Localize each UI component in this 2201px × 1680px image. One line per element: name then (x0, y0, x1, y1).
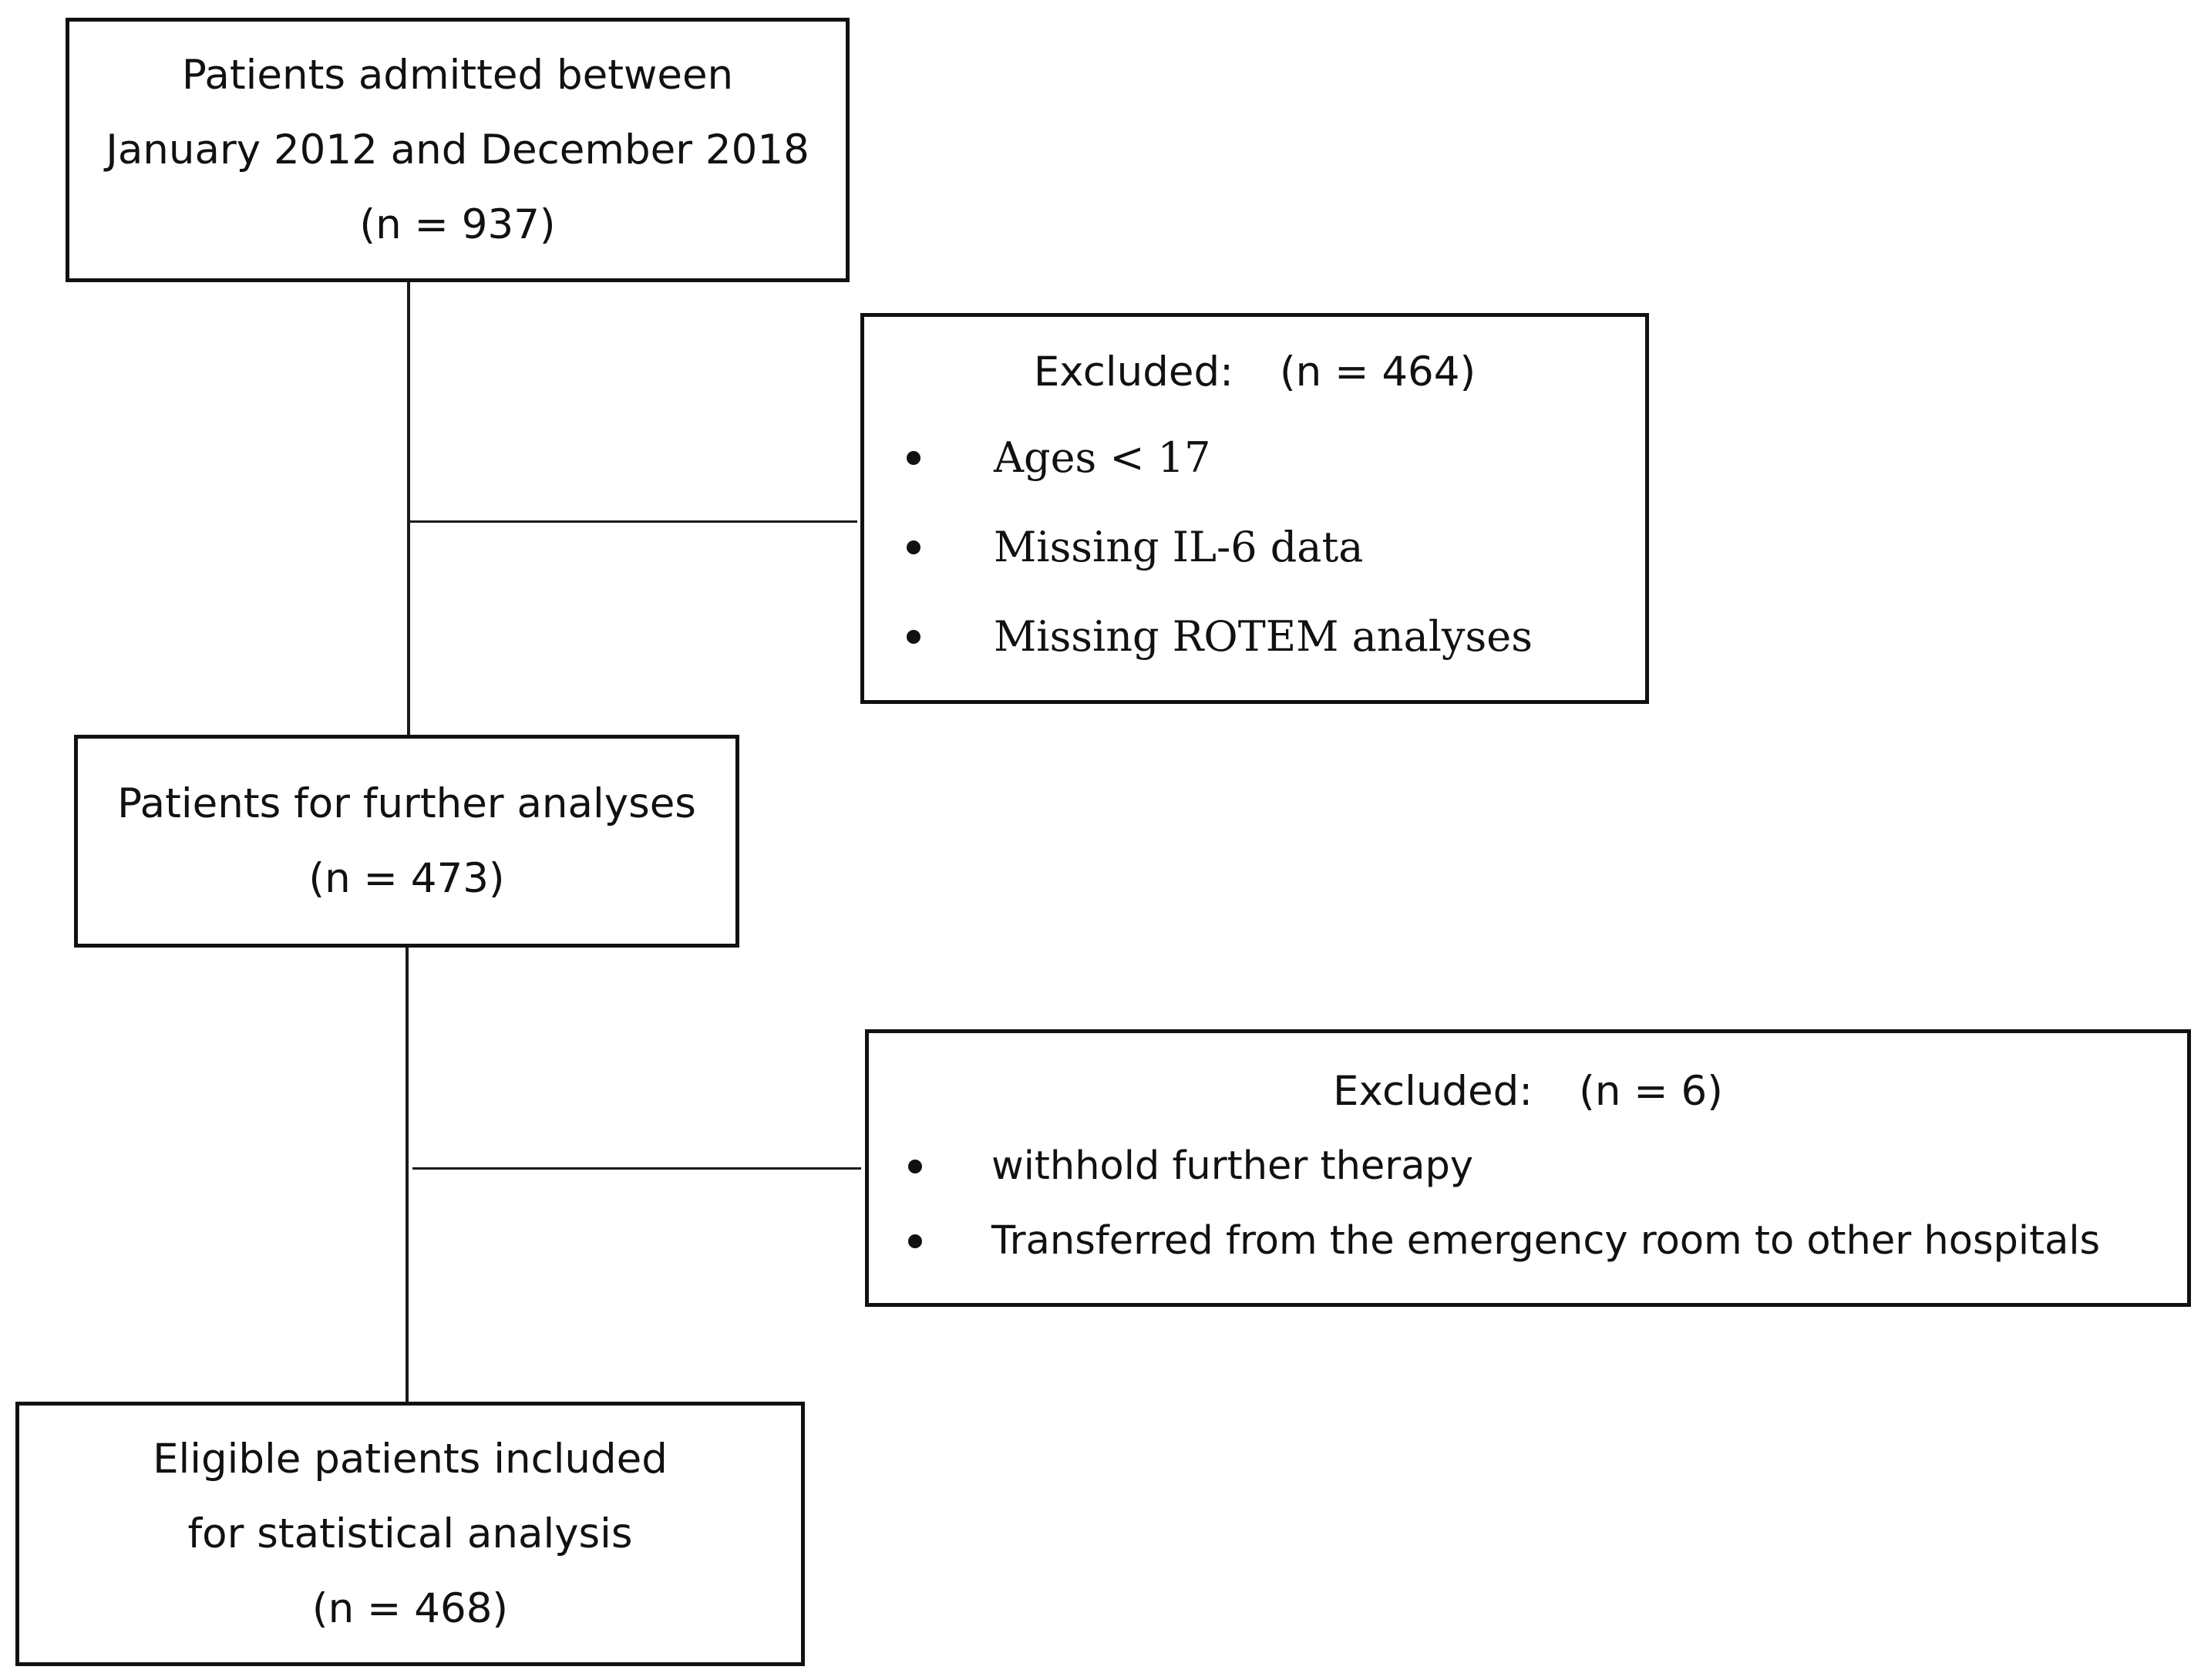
admitted-patients-box: Patients admitted between January 2012 a… (66, 18, 850, 282)
exclusion-2-item-text: withhold further therapy (991, 1143, 1474, 1189)
exclusion-1-header: Excluded: (n = 464) (864, 348, 1645, 396)
exclusion-2-count: (n = 6) (1579, 1068, 1723, 1115)
exclusion-1-title: Excluded: (1033, 348, 1233, 396)
exclusion-2-title: Excluded: (1333, 1068, 1533, 1115)
exclusion-1-item-text: Missing IL-6 data (994, 523, 1364, 571)
connector-further-to-eligible (406, 948, 409, 1406)
exclusion-box-2: Excluded: (n = 6) withhold further therap… (865, 1029, 2191, 1307)
exclusion-2-header: Excluded: (n = 6) (869, 1068, 2187, 1115)
exclusion-box-1: Excluded: (n = 464) Ages < 17 Missing IL-… (860, 313, 1649, 704)
exclusion-2-item: withhold further therapy (908, 1143, 1473, 1189)
admitted-line-2: January 2012 and December 2018 (106, 126, 809, 173)
exclusion-2-item: Transferred from the emergency room to o… (908, 1218, 2100, 1264)
bullet-icon (907, 629, 920, 644)
exclusion-1-item-text: Missing ROTEM analyses (994, 612, 1533, 661)
exclusion-1-item-text: Ages < 17 (994, 433, 1211, 482)
connector-to-exclusion-2 (412, 1167, 861, 1170)
eligible-line-2: for statistical analysis (187, 1510, 633, 1557)
bullet-icon (907, 450, 920, 465)
eligible-patients-box: Eligible patients included for statistic… (15, 1402, 805, 1666)
further-line-1: Patients for further analyses (117, 780, 696, 827)
exclusion-1-item: Missing IL-6 data (907, 523, 1363, 571)
further-count: (n = 473) (308, 855, 505, 902)
connector-to-exclusion-1 (407, 520, 857, 523)
bullet-icon (908, 1159, 922, 1173)
admitted-count: (n = 937) (359, 201, 556, 248)
exclusion-2-item-text: Transferred from the emergency room to o… (991, 1218, 2101, 1264)
bullet-icon (908, 1234, 922, 1248)
further-analyses-box: Patients for further analyses (n = 473) (74, 735, 739, 948)
exclusion-1-item: Missing ROTEM analyses (907, 612, 1533, 661)
exclusion-1-count: (n = 464) (1279, 348, 1476, 396)
bullet-icon (907, 540, 920, 554)
connector-admitted-to-further (407, 280, 410, 737)
eligible-line-1: Eligible patients included (153, 1436, 668, 1483)
admitted-line-1: Patients admitted between (181, 52, 734, 99)
eligible-count: (n = 468) (311, 1585, 509, 1632)
exclusion-1-item: Ages < 17 (907, 433, 1211, 482)
